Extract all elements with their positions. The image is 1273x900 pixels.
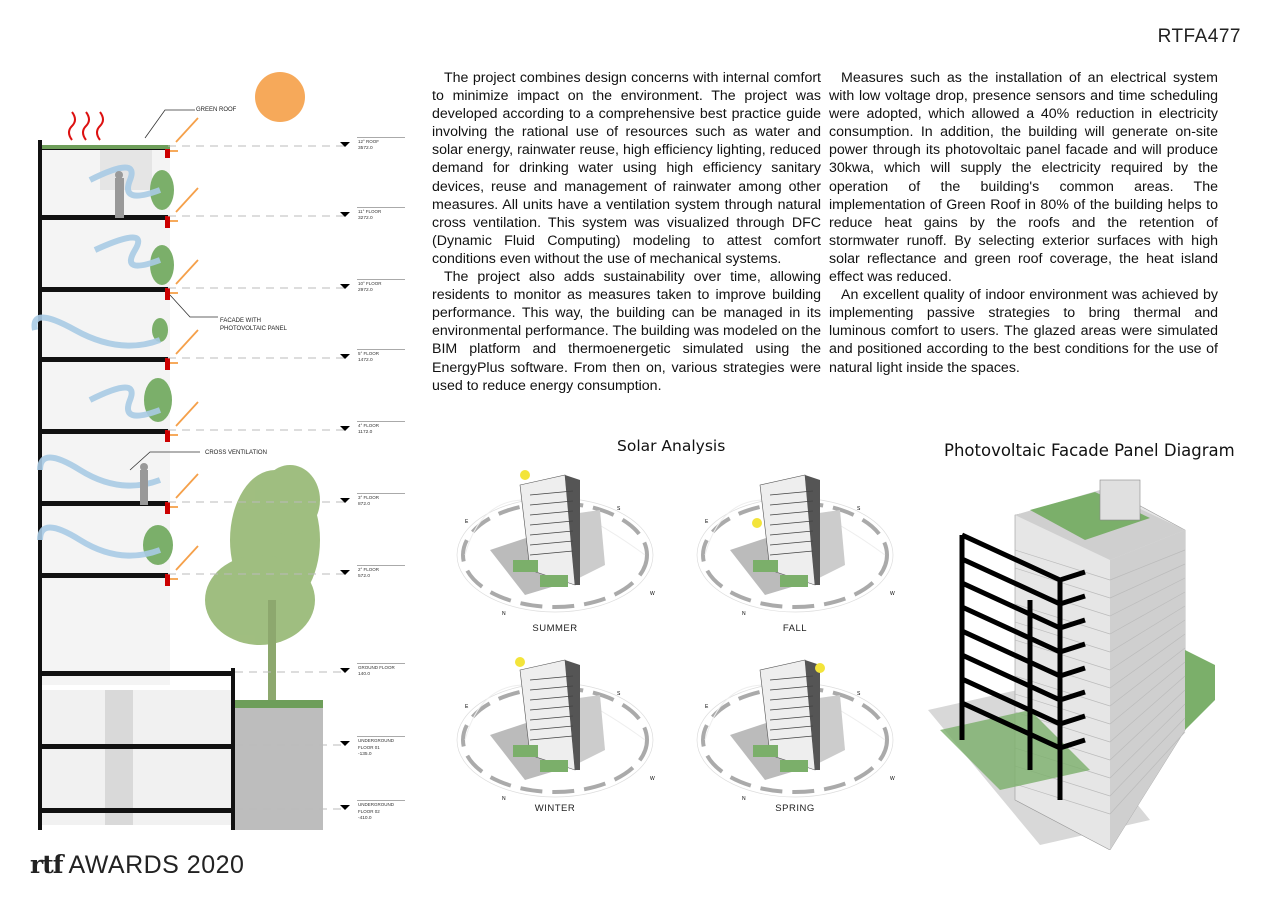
level-marker: 5° FLOOR 1472.0 <box>357 349 405 364</box>
level-name: GROUND FLOOR <box>358 665 395 670</box>
pv-panel-lines <box>959 532 1086 800</box>
level-name: 5° FLOOR <box>358 351 380 356</box>
floor-slab <box>40 808 235 813</box>
solar-analysis-title: Solar Analysis <box>617 437 726 455</box>
heat-arrows-icon <box>68 111 104 141</box>
compass-s: S <box>857 691 861 697</box>
level-name: UNDERGROUND FLOOR 02 <box>358 802 394 814</box>
paragraph: Measures such as the installation of an … <box>829 70 1218 286</box>
level-marker: 3° FLOOR 872.0 <box>357 493 405 508</box>
awards-label: AWARDS 2020 <box>68 851 245 879</box>
sun-icon <box>255 72 305 122</box>
level-value: 3572.0 <box>358 146 373 151</box>
compass-e: E <box>705 704 709 710</box>
level-value: 3272.0 <box>358 216 373 221</box>
section-graphic <box>31 72 350 830</box>
building-section-drawing: GREEN ROOF FACADE WITH PHOTOVOLTAIC PANEL… <box>0 0 430 840</box>
solar-diagram-graphic: E S W N <box>456 657 655 802</box>
solar-diagram-graphic: E S W N <box>696 659 895 802</box>
level-marker: UNDERGROUND FLOOR 01 -135.0 <box>357 736 405 758</box>
tree-icon <box>205 465 320 705</box>
pv-diagram-title: Photovoltaic Facade Panel Diagram <box>944 441 1235 460</box>
facade-label: FACADE WITH PHOTOVOLTAIC PANEL <box>220 317 287 333</box>
floor-slab <box>40 357 168 362</box>
sun-position-icon <box>815 663 825 673</box>
photovoltaic-facade-diagram <box>928 479 1215 850</box>
floor-slab <box>40 287 168 292</box>
wind-arrows-icon <box>31 164 162 559</box>
rtf-logo-mark: rtf <box>30 850 63 879</box>
board-code: RTFA477 <box>1157 26 1241 47</box>
compass-s: S <box>617 506 621 512</box>
level-value: 572.0 <box>358 574 371 579</box>
solar-diagram-winter: E S W N WINTER <box>455 640 655 830</box>
paragraph: The project combines design concerns wit… <box>432 70 821 267</box>
level-name: 4° FLOOR <box>358 423 380 428</box>
compass-n: N <box>502 611 506 617</box>
compass-w: W <box>650 591 655 597</box>
level-name: 2° FLOOR <box>358 567 380 572</box>
level-marker: 4° FLOOR 1172.0 <box>357 421 405 436</box>
level-name: UNDERGROUND FLOOR 01 <box>358 738 394 750</box>
level-value: 1472.0 <box>358 358 373 363</box>
level-marker: 12° ROOF 3572.0 <box>357 137 405 152</box>
solar-diagram-summer: E S W N SUMMER <box>455 455 655 645</box>
season-label: FALL <box>782 623 808 634</box>
text-column-left: The project combines design concerns wit… <box>432 69 821 395</box>
sun-position-icon <box>515 657 525 667</box>
level-marker: GROUND FLOOR 140.0 <box>357 663 405 678</box>
season-label: SUMMER <box>532 623 578 634</box>
compass-s: S <box>857 506 861 512</box>
floor-slab <box>40 215 168 220</box>
compass-e: E <box>465 704 469 710</box>
compass-n: N <box>502 796 506 802</box>
level-name: 11° FLOOR <box>358 209 382 214</box>
compass-s: S <box>617 691 621 697</box>
sun-ray-arrows-icon <box>170 117 199 580</box>
level-name: 3° FLOOR <box>358 495 380 500</box>
compass-e: E <box>705 519 709 525</box>
level-value: -135.0 <box>358 752 372 757</box>
compass-w: W <box>890 776 895 782</box>
facade-label-line2: PHOTOVOLTAIC PANEL <box>220 326 287 332</box>
ground-soil <box>233 705 323 830</box>
paragraph: An excellent quality of indoor environme… <box>829 287 1218 376</box>
level-marker: 10° FLOOR 2972.0 <box>357 279 405 294</box>
season-label: WINTER <box>534 803 576 814</box>
level-value: 872.0 <box>358 502 371 507</box>
floor-slab <box>40 671 235 676</box>
compass-w: W <box>650 776 655 782</box>
floor-slab <box>40 429 168 434</box>
solar-diagram-graphic: E S W N <box>456 470 655 617</box>
level-value: 2972.0 <box>358 288 373 293</box>
floor-slab <box>40 501 168 506</box>
text-column-right: Measures such as the installation of an … <box>829 69 1218 377</box>
sun-position-icon <box>520 470 530 480</box>
green-roof-label: GREEN ROOF <box>196 107 237 113</box>
level-name: 10° FLOOR <box>358 281 382 286</box>
underground-floors <box>40 690 235 825</box>
compass-n: N <box>742 796 746 802</box>
solar-diagram-fall: E S W N FALL <box>695 455 895 645</box>
level-value: 1172.0 <box>358 430 373 435</box>
facade-label-line1: FACADE WITH <box>220 318 262 324</box>
level-value: 140.0 <box>358 672 371 677</box>
floor-slab <box>40 573 168 578</box>
floor-slab <box>40 744 235 749</box>
compass-n: N <box>742 611 746 617</box>
solar-diagram-graphic: E S W N <box>696 474 895 617</box>
season-label: SPRING <box>775 803 815 814</box>
paragraph: The project also adds sustainability ove… <box>432 269 821 394</box>
compass-e: E <box>465 519 469 525</box>
level-marker: UNDERGROUND FLOOR 02 -410.0 <box>357 800 405 822</box>
cross-ventilation-label: CROSS VENTILATION <box>205 450 267 456</box>
level-marker: 2° FLOOR 572.0 <box>357 565 405 580</box>
level-name: 12° ROOF <box>358 139 380 144</box>
sun-position-icon <box>752 518 762 528</box>
level-value: -410.0 <box>358 816 372 821</box>
solar-diagram-spring: E S W N SPRING <box>695 640 895 830</box>
level-marker: 11° FLOOR 3272.0 <box>357 207 405 222</box>
compass-w: W <box>890 591 895 597</box>
